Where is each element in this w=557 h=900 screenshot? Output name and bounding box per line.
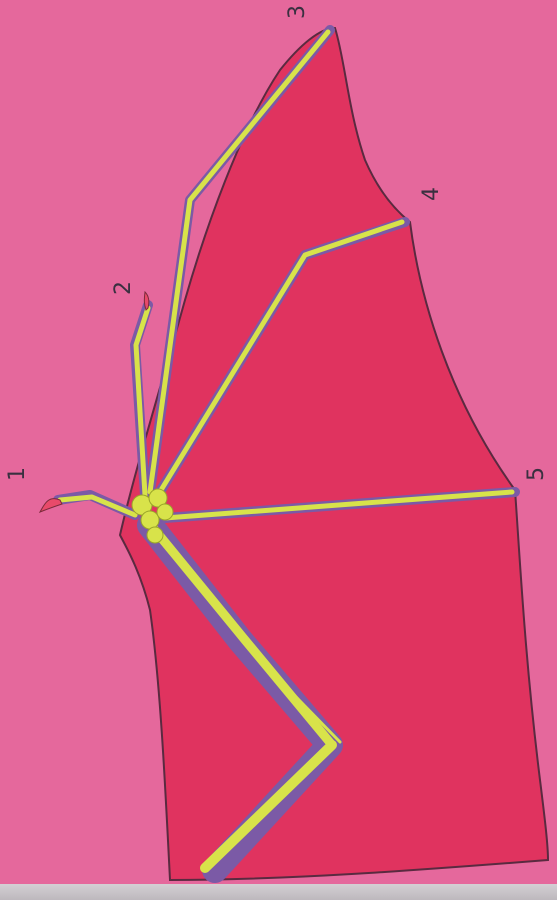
digit-2-claw	[144, 292, 148, 310]
digit-label-5: 5	[525, 462, 549, 486]
digit-label-2: 2	[112, 276, 136, 300]
digit-label-4: 4	[420, 182, 444, 206]
digit-label-3: 3	[286, 0, 310, 24]
digit-label-1: 1	[6, 462, 30, 486]
thumb-claw	[40, 499, 62, 512]
page-bottom-edge	[0, 884, 557, 900]
